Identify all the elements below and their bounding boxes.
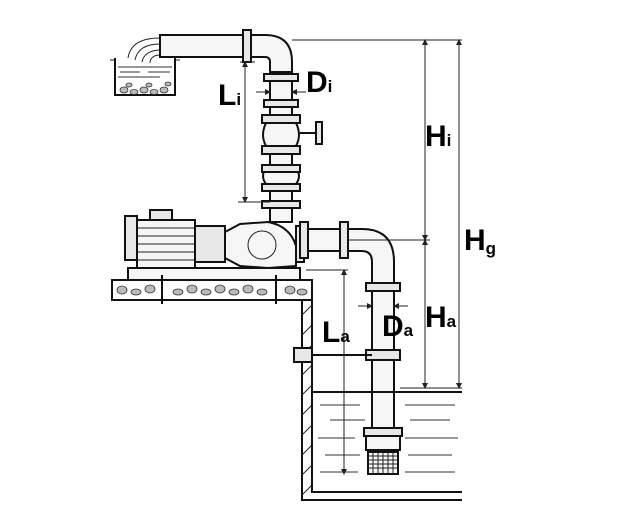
- outlet-basin: [110, 37, 180, 96]
- coupling: [194, 225, 226, 263]
- discharge-horizontal-flange: [242, 29, 252, 63]
- label-hi: Hi: [425, 120, 451, 153]
- valve-handwheel-icon: [315, 121, 323, 145]
- outlet-basin-water: [118, 66, 172, 78]
- label-hg: Hg: [464, 224, 496, 258]
- sump: [293, 299, 462, 501]
- pump-body: [224, 220, 305, 270]
- label-la: La: [322, 316, 350, 349]
- foundation-gravel: [116, 284, 308, 296]
- motor: [124, 209, 226, 269]
- sump-water: [312, 391, 462, 473]
- label-ha: Ha: [425, 301, 457, 334]
- terminal-box: [149, 209, 173, 221]
- label-da: Da: [382, 310, 414, 343]
- outlet-basin-gravel: [119, 81, 172, 95]
- gate-valve: [261, 114, 323, 155]
- suction-pipe: [299, 221, 403, 475]
- wall-bracket: [293, 347, 313, 363]
- base-frame: [127, 267, 301, 281]
- check-valve: [261, 153, 301, 192]
- label-di: Di: [306, 66, 332, 99]
- label-li: Li: [218, 79, 241, 112]
- discharge-pipe: [159, 29, 323, 223]
- sump-wall-hatch: [301, 304, 313, 496]
- dimension-lines: [238, 39, 462, 475]
- foundation: [111, 275, 313, 304]
- foot-valve-strainer: [365, 435, 401, 475]
- outflow-stream: [127, 37, 161, 64]
